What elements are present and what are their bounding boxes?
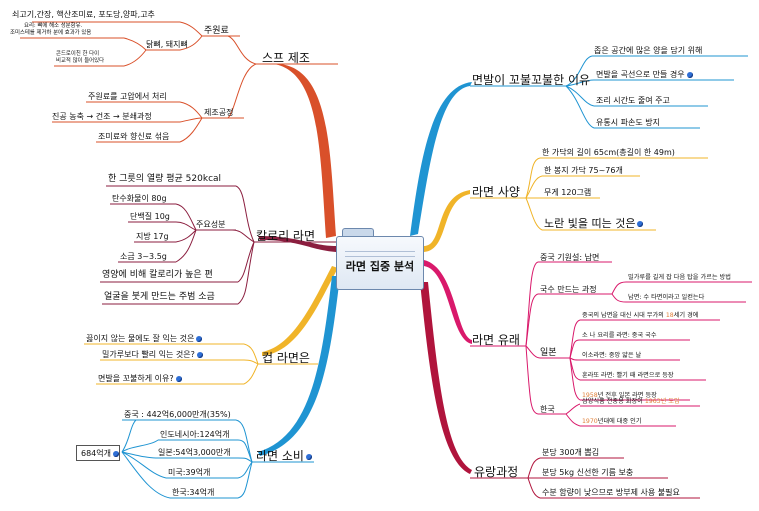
bone-note-1: 요리: 뼈에 해소 성분함유. [24,23,83,29]
cup-item-2-text: 밀가루보다 빨리 익는 것은? [102,350,195,359]
topic-japan[interactable]: 일본 [540,348,557,358]
central-topic-title: 라면 집중 분석 [345,260,415,273]
nutrient-salt: 소금 3~3.5g [120,252,167,261]
nutrient-fat: 지방 17g [136,232,169,241]
cup-item-3-text: 면발을 꼬불하게 이유? [98,374,174,383]
cup-item-2[interactable]: 밀가루보다 빨리 익는 것은? [102,351,203,359]
topic-origin[interactable]: 라면 유래 [472,333,520,347]
korea-item-1: 삼양식품 전중용 회장이 1963년 도입 [582,398,680,405]
topic-curly[interactable]: 면발이 꼬불꼬불한 이유 [472,73,591,87]
japan-item-5: 1958년 전후 일본 라면 등장 [582,392,657,399]
japan-item-5-text: 년 전후 일본 라면 등장 [597,392,657,399]
japan-item-3: 이소라면: 중앙 얇은 날 [582,352,642,359]
spec-yellow-text: 노란 빛을 띠는 것은 [544,217,636,230]
connector-consumption [258,276,340,456]
topic-specs[interactable]: 라면 사양 [472,185,520,199]
topic-cup[interactable]: 컵 라면은 [262,351,310,365]
process-step-1: 주원료를 고압에서 처리 [88,92,167,101]
cup-item-3[interactable]: 면발을 꼬불하게 이유? [98,375,182,383]
noodle-note-2: 납면: 수 타면이라고 일컫는다 [628,294,705,301]
distribution-item-1: 분당 300개 뽑김 [542,448,600,457]
curly-item-4: 유통시 파손도 방지 [596,118,660,127]
topic-consumption-text: 라면 소비 [256,449,304,463]
korea-item-1-text: 삼양식품 전중용 회장이 [582,398,645,405]
country-usa: 미국:39억개 [168,468,211,477]
topic-distribution[interactable]: 유랑과정 [474,465,519,479]
curly-item-1: 좁은 공간에 많은 양을 담기 위해 [594,46,703,55]
japan-item-2: 소 나 요리를 라면: 중국 국수 [582,332,657,339]
folder-icon [342,228,374,238]
spec-length: 한 가닥의 길이 65cm(총길이 한 49m) [542,148,675,157]
topic-soup[interactable]: 스프 제조 [262,51,310,65]
japan-year: 1958 [582,392,598,399]
calorie-note-1: 영양에 비해 칼로리가 높은 편 [102,270,213,280]
process-step-3: 조미료와 향신료 섞음 [98,132,170,141]
japan-item-4: 훈라또 라면: 빨기 때 라면으로 등장 [582,372,674,379]
connector-cup [262,266,338,356]
calorie-note-2: 얼굴을 붓게 만드는 주범 소금 [104,292,215,302]
country-china: 중국 : 442억6,000만개(35%) [124,410,231,419]
connector-soup [274,64,336,238]
curly-item-2[interactable]: 면발을 곡선으로 만들 경우 [596,71,693,79]
noodle-note-1: 밀가루를 길게 잡 다음 탑을 가르는 방법 [628,274,731,281]
consumption-total[interactable]: 684억개 [76,445,120,461]
distribution-item-2: 분당 5kg 신선한 기름 보충 [542,468,634,477]
info-icon[interactable] [686,71,693,78]
topic-calorie[interactable]: 칼로리 라면 [256,229,316,243]
info-icon[interactable] [637,221,644,227]
korea-item-2-text: 년대에 대중 인기 [597,418,642,425]
central-topic-box [336,236,424,290]
country-indonesia: 인도네시아:124억개 [160,430,230,439]
process-step-2: 진공 농축 → 건조 → 분쇄과정 [52,112,152,121]
topic-nutrients[interactable]: 주요성분 [196,220,226,229]
info-icon[interactable] [175,375,182,382]
origin-china: 중국 기원설: 납면 [540,253,600,262]
connector-specs [424,190,470,252]
distribution-item-3: 수분 함량이 낮으므로 방부제 사용 불필요 [542,488,680,497]
japan-century: 18 [665,312,674,319]
topic-soup-ingredients[interactable]: 주원료 [204,26,229,36]
topic-soup-process[interactable]: 제조공정 [204,108,234,117]
korea-pop-year: 1970 [582,418,598,425]
info-icon[interactable] [113,450,119,457]
topic-noodle-process[interactable]: 국수 만드는 과정 [540,285,597,294]
curly-item-3: 조리 시간도 줄여 주고 [596,96,670,105]
spec-yellow[interactable]: 노란 빛을 띠는 것은 [544,217,644,230]
connector-calorie [258,236,336,252]
info-icon[interactable] [305,453,312,460]
connector-origin [424,260,472,344]
connector-distribution [420,282,472,474]
bone-note-3: 콘드로이친 한 다이 [56,51,100,57]
country-korea: 한국:34억개 [172,488,215,497]
connector-curly [410,82,472,236]
consumption-total-text: 684억개 [81,449,111,458]
cup-item-1[interactable]: 끓이지 않는 물에도 잘 익는 것은 [86,334,203,343]
topic-consumption[interactable]: 라면 소비 [256,450,312,462]
country-japan: 일본:54억3,000만개 [158,448,231,457]
japan-item-1: 중국의 납면을 대신 시대 무가의 18세기 경에 [582,312,699,319]
japan-century-suffix: 세기 경에 [673,312,699,319]
topic-soup-bones[interactable]: 닭뼈, 돼지뼈 [146,40,188,49]
soup-ingredient-list: 쇠고기,간장, 핵산조미료, 포도당,양파,고추 [12,10,155,19]
nutrient-carb: 탄수화물이 80g [112,194,167,203]
cup-item-1-text: 끓이지 않는 물에도 잘 익는 것은 [86,334,195,343]
bone-note-4: 비교적 많이 들어있다 [56,58,105,64]
korea-item-2: 1970년대에 대중 인기 [582,418,642,425]
topic-korea[interactable]: 한국 [540,405,555,414]
spec-weight: 무게 120그램 [544,188,592,197]
bone-note-2: 조미스테를 제거하 분에 효과가 있음 [10,30,92,36]
info-icon[interactable] [196,351,203,358]
korea-intro-year: 1963년 도입 [644,398,680,405]
nutrient-protein: 단백질 10g [130,212,170,221]
info-icon[interactable] [196,335,203,342]
central-topic[interactable]: 라면 집중 분석 [336,228,424,290]
calorie-average: 한 그릇의 열량 평균 520kcal [108,174,222,184]
japan-item-1-text: 중국의 납면을 대신 시대 무가의 [582,312,666,319]
curly-item-2-text: 면발을 곡선으로 만들 경우 [596,70,685,79]
spec-count: 한 봉지 가닥 75~76개 [544,166,623,175]
